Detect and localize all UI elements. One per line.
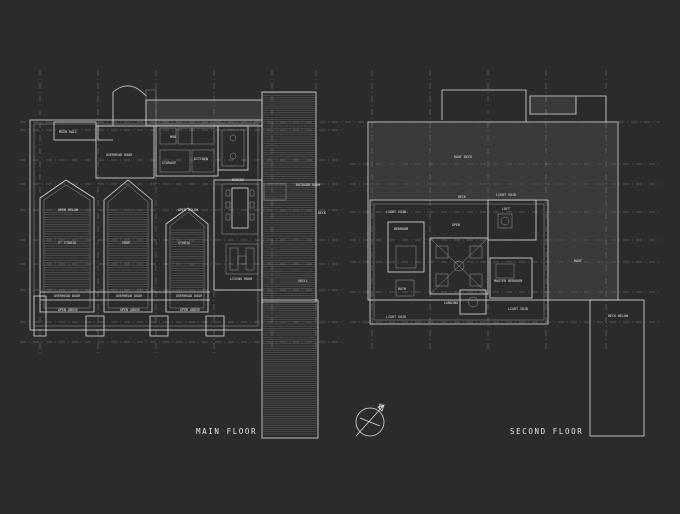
label-bay-1: 2" STUDIO — [58, 241, 76, 245]
label-roof: ROOF — [574, 259, 582, 263]
north-arrow: N — [355, 403, 385, 437]
label-storage: STORAGE — [162, 161, 176, 165]
label-open: OPEN — [452, 223, 460, 227]
label-living-room: LIVING ROOM — [230, 277, 252, 281]
label-bedroom: BEDROOM — [394, 227, 408, 231]
label-light-void-d: LIGHT VOID — [508, 307, 528, 311]
label-deck-below: DECK BELOW — [608, 314, 628, 318]
label-roof-deck: ROOF DECK — [454, 155, 472, 159]
label-dining: DINING — [232, 178, 244, 182]
label-bay-2: SHOP — [122, 241, 130, 245]
label-landing: LANDING — [444, 301, 458, 305]
label-main-hall: MAIN HALL — [59, 130, 77, 134]
label-overhead-door-b: OVERHEAD DOOR — [116, 294, 142, 298]
label-overhead-door-c: OVERHEAD DOOR — [176, 294, 202, 298]
label-mud: MUD — [170, 135, 176, 139]
label-light-void-b: LIGHT VOID — [496, 193, 516, 197]
label-overhead-door-1: OVERHEAD DOOR — [106, 153, 132, 157]
label-deck-side: DECK — [318, 211, 326, 215]
label-light-void-c: LIGHT VOID — [386, 315, 406, 319]
second-floor-title: SECOND FLOOR — [510, 427, 583, 436]
hatch-mf-top — [147, 100, 261, 126]
label-outdoor-room: OUTDOOR ROOM — [296, 183, 320, 187]
main-floor-plan: MAIN HALL OVERHEAD DOOR MUD KITCHEN STOR… — [29, 85, 326, 439]
label-bath: BATH — [398, 287, 406, 291]
label-open-above-c: OPEN ABOVE — [180, 308, 200, 312]
second-floor-plan: ROOF DECK DECK ROOF BEDROOM LOFT MASTER … — [367, 89, 645, 437]
label-open-below-2: OPEN BELOW — [178, 208, 198, 212]
label-loft: LOFT — [502, 207, 510, 211]
label-open-above-b: OPEN ABOVE — [120, 308, 140, 312]
label-bay-3: STUDIO — [178, 241, 190, 245]
label-kitchen: KITCHEN — [194, 157, 208, 161]
hatch-mf-ramp — [263, 301, 317, 435]
hatch-sf-top — [530, 97, 576, 113]
label-deck-1: DECK — [458, 195, 466, 199]
hatch-mf-right — [263, 92, 315, 300]
label-grill: GRILL — [298, 279, 308, 283]
north-label: N — [379, 403, 383, 410]
label-open-below-1: OPEN BELOW — [58, 208, 78, 212]
hatch-bays — [45, 209, 203, 291]
hatch-sf-roof — [369, 123, 617, 299]
label-master-bedroom: MASTER BEDROOM — [494, 279, 522, 283]
label-overhead-door-a: OVERHEAD DOOR — [54, 294, 80, 298]
label-open-above-a: OPEN ABOVE — [58, 308, 78, 312]
main-floor-title: MAIN FLOOR — [196, 427, 257, 436]
label-light-void-a: LIGHT VOID — [386, 210, 406, 214]
